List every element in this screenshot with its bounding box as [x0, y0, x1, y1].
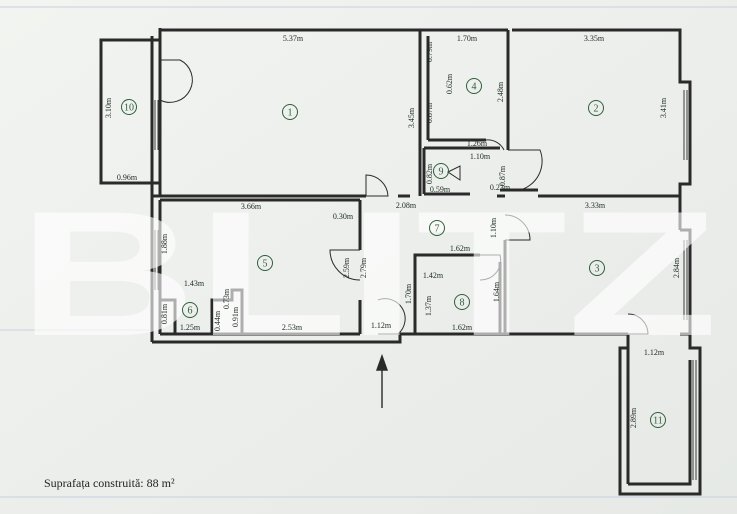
room-marker-3: 3: [589, 260, 605, 276]
room-circle: [588, 100, 604, 116]
dimension-label: 3.45m: [407, 107, 416, 128]
room-circle: [121, 99, 137, 115]
dimension-label: 1.43m: [184, 279, 205, 288]
room-marker-2: 2: [588, 100, 604, 116]
entrance-arrow-icon: [376, 353, 388, 408]
dimension-label: 1.12m: [644, 348, 665, 357]
walls: [99, 28, 702, 496]
dimension-label: 3.66m: [241, 202, 262, 211]
room-circle: [182, 302, 198, 318]
room-circle: [257, 255, 273, 271]
dimension-label: 0.87m: [498, 165, 507, 186]
room-number: 4: [472, 82, 477, 93]
room-circle: [429, 220, 445, 236]
room-number: 10: [124, 103, 134, 114]
dimension-label: 1.70m: [404, 283, 413, 304]
dimension-label: 2.59m: [342, 257, 351, 278]
watermark-text: BLITZ: [18, 174, 718, 373]
dimension-label: 2.89m: [629, 407, 638, 428]
room-circle: [433, 163, 449, 179]
dimension-label: 0.79m: [425, 41, 434, 62]
dimension-label: 1.25m: [180, 323, 201, 332]
dimension-label: 0.59m: [430, 185, 451, 194]
room-marker-11: 11: [650, 412, 666, 428]
room-number: 2: [594, 104, 599, 115]
dimension-label: 3.10m: [104, 97, 113, 118]
room-marker-7: 7: [429, 220, 445, 236]
dimension-label: 1.10m: [470, 152, 491, 161]
room-number: 1: [288, 108, 293, 119]
dimension-label: 2.84m: [672, 257, 681, 278]
room-number: 11: [653, 416, 663, 427]
room-marker-4: 4: [466, 78, 482, 94]
dimension-label: 0.62m: [445, 73, 454, 94]
dimension-label: 2.79m: [359, 257, 368, 278]
dimension-label: 1.62m: [452, 323, 473, 332]
room-numbers: 1 2 3 4 5 6 7 8 9 10 11: [121, 78, 666, 428]
room-circle: [282, 104, 298, 120]
dimension-label: 1.62m: [450, 244, 471, 253]
dimension-label: 1.88m: [160, 233, 169, 254]
room-marker-5: 5: [257, 255, 273, 271]
dimension-label: 3.35m: [584, 34, 605, 43]
watermark: BLITZ: [18, 174, 718, 373]
dimension-label: 1.26m: [467, 139, 488, 148]
dimension-label: 3.33m: [585, 201, 606, 210]
dimension-label: 0.96m: [117, 173, 138, 182]
room-circle: [650, 412, 666, 428]
dimension-label: 0.82m: [425, 163, 434, 184]
dimension-label: 1.12m: [371, 321, 392, 330]
dimension-label: 2.08m: [396, 201, 417, 210]
dimension-label: 0.44m: [213, 310, 222, 331]
doors: [159, 59, 649, 335]
room-number: 8: [460, 298, 465, 309]
room-marker-9: 9: [433, 163, 449, 179]
dimension-label: 5.37m: [283, 34, 304, 43]
dimension-label: 1.37m: [424, 295, 433, 316]
room-marker-6: 6: [182, 302, 198, 318]
dimension-label: 2.53m: [282, 323, 303, 332]
dimension-label: 2.48m: [496, 81, 505, 102]
dimension-label: 1.42m: [423, 271, 444, 280]
room-marker-10: 10: [121, 99, 137, 115]
room-marker-1: 1: [282, 104, 298, 120]
room-marker-8: 8: [454, 294, 470, 310]
room-number: 6: [188, 306, 193, 317]
dimension-label: 0.91m: [231, 306, 240, 327]
paper-guides: [0, 6, 737, 498]
room-circle: [589, 260, 605, 276]
room-circle: [454, 294, 470, 310]
room-number: 3: [595, 264, 600, 275]
dimension-label: 0.87m: [425, 102, 434, 123]
dimension-label: 1.64m: [492, 281, 501, 302]
dimension-label: 0.81m: [160, 303, 169, 324]
room-number: 5: [263, 259, 268, 270]
built-area-caption: Suprafața construită: 88 m²: [44, 476, 175, 490]
dimension-label: 0.73m: [222, 288, 231, 309]
room-number: 7: [435, 224, 440, 235]
dimension-label: 3.41m: [659, 97, 668, 118]
dimension-label: 1.10m: [489, 217, 498, 238]
dimension-labels: 5.37m 1.70m 3.35m 3.10m 0.96m 3.45m 0.79m 0.62m…: [104, 34, 681, 428]
dimension-label: 0.30m: [333, 212, 354, 221]
room-circle: [466, 78, 482, 94]
dimension-label: 0.23m: [490, 183, 511, 192]
windows: [154, 90, 697, 480]
room-number: 9: [439, 167, 444, 178]
dimension-label: 1.70m: [457, 34, 478, 43]
